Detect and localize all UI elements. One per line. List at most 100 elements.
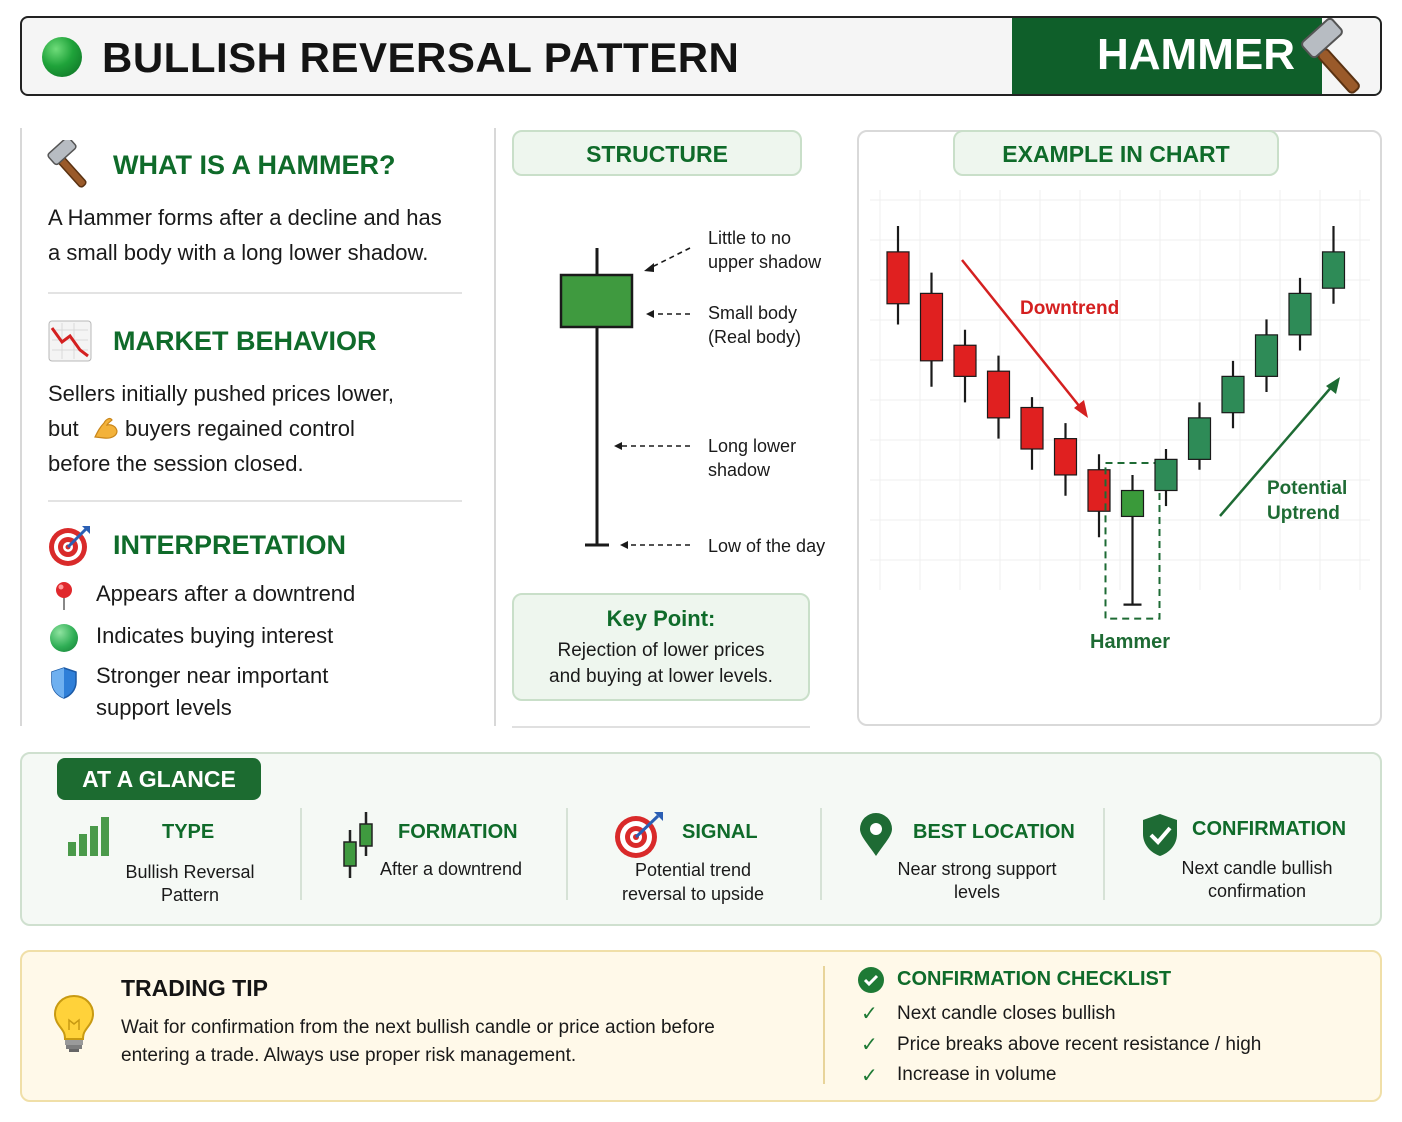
structure-title: STRUCTURE <box>512 130 802 176</box>
separator <box>300 808 302 900</box>
shield-check-icon <box>1143 814 1177 856</box>
interpretation-item-3: Stronger near important <box>96 663 329 688</box>
what-is-title: WHAT IS A HAMMER? <box>113 150 396 180</box>
light-bulb-icon <box>53 994 95 1052</box>
candle-body <box>986 370 1011 419</box>
checklist-title: CONFIRMATION CHECKLIST <box>897 968 1172 990</box>
interpretation-item-1: Appears after a downtrend <box>96 581 356 606</box>
glance-type-text-1: Bullish Reversal <box>125 862 255 882</box>
page-title: BULLISH REVERSAL PATTERN <box>102 34 740 81</box>
candle <box>953 329 977 403</box>
candle-body <box>1020 406 1044 450</box>
interpretation-item-3-cont: support levels <box>96 695 232 720</box>
upper-shadow-label-1: Little to no <box>708 228 792 248</box>
divider <box>48 292 462 294</box>
glance-confirmation-text-2: confirmation <box>1207 881 1307 901</box>
interpretation-item-2: Indicates buying interest <box>96 623 334 648</box>
downtrend-label: Downtrend <box>1020 298 1120 319</box>
location-pin-icon <box>860 813 892 856</box>
key-point-box <box>512 593 810 701</box>
falling-chart-icon <box>48 320 92 362</box>
market-behavior-line-3: before the session closed. <box>48 451 304 476</box>
key-point-title: Key Point: <box>606 606 716 631</box>
candle <box>1154 449 1178 507</box>
trading-tip-line-2: entering a trade. Always use proper risk… <box>121 1045 577 1066</box>
candle <box>1321 225 1346 304</box>
glance-confirmation-title: CONFIRMATION <box>1192 818 1347 840</box>
separator <box>823 966 825 1084</box>
glance-formation-title: FORMATION <box>398 821 518 843</box>
checkmark-icon: ✓ <box>861 1003 878 1025</box>
trading-tip-line-1: Wait for confirmation from the next bull… <box>121 1017 715 1038</box>
what-is-text-2: a small body with a long lower shadow. <box>48 240 429 265</box>
target-icon <box>615 812 663 858</box>
uptrend-label-2: Uptrend <box>1267 503 1340 524</box>
hammer-label: Hammer <box>1090 631 1171 653</box>
glance-location-text-1: Near strong support <box>897 859 1057 879</box>
uptrend-arrow <box>1219 383 1335 517</box>
key-point-line-2: and buying at lower levels. <box>549 666 773 687</box>
hammer-highlight-box <box>1104 461 1161 620</box>
glance-formation-text: After a downtrend <box>379 859 523 879</box>
trading-tip-title: TRADING TIP <box>121 975 268 1001</box>
body-label-1: Small body <box>708 303 798 323</box>
candle <box>1288 277 1312 351</box>
pushpin-icon <box>56 582 72 610</box>
hammer-candle <box>1104 461 1161 620</box>
glance-confirmation-text-1: Next candle bullish <box>1181 858 1333 878</box>
uptrend-arrowhead <box>1326 377 1340 394</box>
key-point-line-1: Rejection of lower prices <box>557 640 765 661</box>
candle <box>1187 402 1212 470</box>
low-of-day-label: Low of the day <box>708 536 826 556</box>
check-circle-icon <box>858 967 884 993</box>
glance-type-text-2: Pattern <box>160 885 220 905</box>
left-column <box>20 128 496 726</box>
checklist-item: Price breaks above recent resistance / h… <box>897 1034 1262 1055</box>
checkmark-icon: ✓ <box>861 1034 878 1056</box>
divider <box>48 500 462 502</box>
candle <box>1053 423 1078 496</box>
market-behavior-line-2b: buyers regained control <box>125 416 355 441</box>
market-behavior-title: MARKET BEHAVIOR <box>113 326 377 356</box>
green-circle-icon <box>50 624 78 652</box>
bar-chart-icon <box>68 817 109 856</box>
example-title: EXAMPLE IN CHART <box>953 130 1279 176</box>
body-label-2: (Real body) <box>708 327 802 347</box>
candle-body <box>1120 489 1145 518</box>
interpretation-title: INTERPRETATION <box>113 530 346 560</box>
candlestick-chart <box>870 190 1370 620</box>
glance-type-title: TYPE <box>162 821 215 843</box>
candle <box>886 225 910 325</box>
hammer-icon <box>1301 18 1360 94</box>
glance-location-title: BEST LOCATION <box>913 821 1075 843</box>
lower-shadow-label-2: shadow <box>708 460 771 480</box>
candle-body <box>953 344 977 377</box>
downtrend-arrow <box>961 259 1085 413</box>
checkmark-icon: ✓ <box>861 1065 878 1087</box>
divider <box>512 726 810 728</box>
candle-body <box>1087 469 1111 512</box>
candle-body <box>1254 334 1279 377</box>
shield-icon <box>51 667 77 699</box>
candle <box>919 272 944 387</box>
candle-body <box>1321 251 1346 289</box>
market-behavior-line-2a: but <box>48 416 79 441</box>
flexed-biceps-icon <box>94 417 118 439</box>
trading-tip-panel <box>20 950 1382 1102</box>
market-behavior-line-1: Sellers initially pushed prices lower, <box>48 381 395 406</box>
pattern-badge-label: HAMMER <box>1097 30 1295 79</box>
candle-body <box>1288 292 1312 336</box>
candle-body <box>1053 438 1078 476</box>
glance-signal-text-1: Potential trend <box>634 860 752 880</box>
downtrend-arrowhead <box>1074 400 1088 418</box>
candle <box>986 355 1011 439</box>
upper-shadow-label-2: upper shadow <box>708 252 822 272</box>
hammer-icon <box>47 140 87 188</box>
checklist-item: Next candle closes bullish <box>897 1003 1116 1024</box>
checklist-item: Increase in volume <box>897 1064 1057 1085</box>
glance-location-text-2: levels <box>953 882 1001 902</box>
separator <box>566 808 568 900</box>
candlestick-icon <box>343 812 373 878</box>
candle-body <box>1221 375 1245 414</box>
candle-body <box>886 251 910 305</box>
